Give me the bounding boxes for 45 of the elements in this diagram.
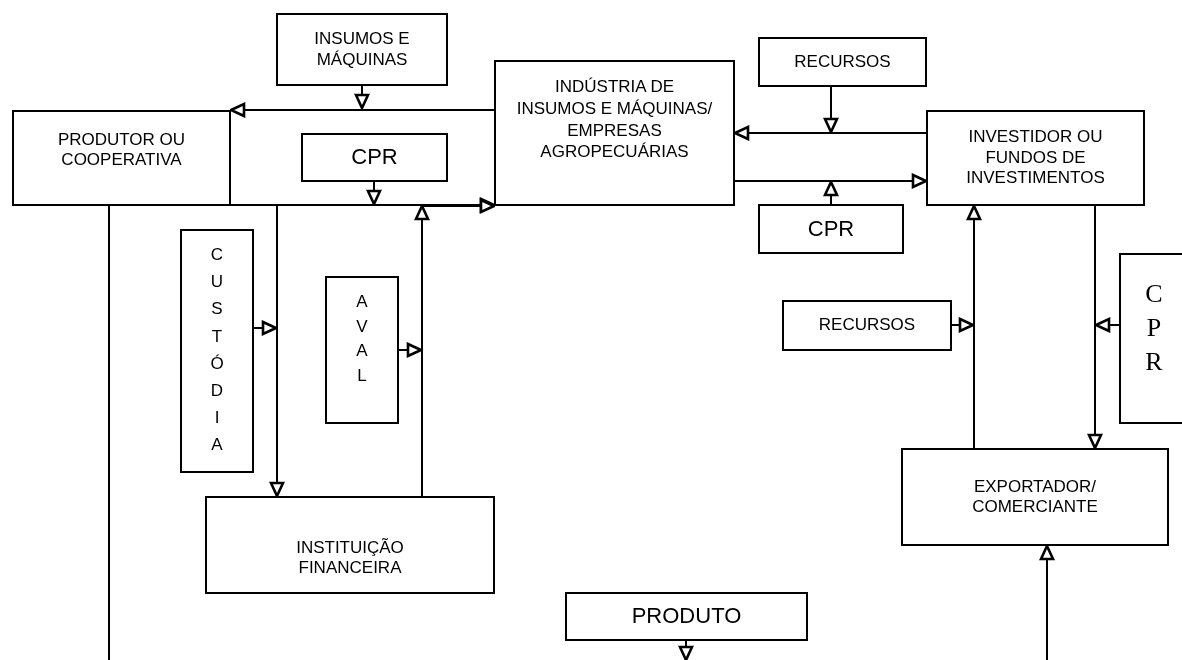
node-label: EXPORTADOR/ COMERCIANTE — [971, 476, 1099, 518]
node-label: INSUMOS E MÁQUINAS — [313, 29, 411, 70]
connector-line — [108, 205, 110, 660]
process-box — [901, 448, 1169, 546]
process-box — [12, 110, 231, 206]
vertical-label: CPR — [1144, 278, 1164, 378]
arrow — [823, 180, 839, 205]
arrow — [951, 317, 975, 333]
arrow — [253, 320, 278, 336]
arrow — [229, 102, 495, 118]
arrow — [1094, 317, 1120, 333]
arrow — [1039, 544, 1055, 660]
process-box — [301, 133, 448, 182]
arrow — [398, 342, 423, 358]
process-box — [782, 300, 952, 351]
arrow — [366, 181, 382, 206]
vertical-label: AVAL — [355, 291, 369, 387]
node-label: RECURSOS — [794, 51, 891, 73]
process-box — [494, 60, 735, 206]
arrow — [414, 198, 495, 497]
arrow — [1087, 205, 1103, 450]
process-box — [180, 229, 254, 473]
process-box — [926, 110, 1145, 206]
node-label: INSTITUIÇÃO FINANCEIRA — [295, 538, 405, 579]
process-box — [276, 13, 448, 86]
process-box — [205, 496, 495, 594]
arrow — [823, 86, 839, 134]
node-label: CPR — [351, 144, 398, 171]
node-label: INDÚSTRIA DE INSUMOS E MÁQUINAS/ EMPRESAS AGROPECUÁRIAS — [515, 76, 714, 163]
process-box — [758, 204, 904, 254]
arrow — [354, 85, 370, 110]
process-box — [565, 592, 808, 641]
vertical-label: CUSTÓDIA — [210, 244, 224, 457]
process-box — [1119, 253, 1182, 424]
node-label: PRODUTOR OU COOPERATIVA — [56, 130, 187, 171]
arrow — [734, 173, 928, 189]
arrow — [678, 640, 694, 660]
node-label: RECURSOS — [818, 315, 916, 336]
process-box — [325, 276, 399, 424]
node-label: CPR — [807, 215, 855, 243]
node-label: INVESTIDOR OU FUNDOS DE INVESTIMENTOS — [965, 127, 1106, 189]
arrow — [966, 204, 982, 449]
process-box — [758, 37, 927, 87]
arrow — [230, 204, 285, 498]
node-label: PRODUTO — [631, 603, 742, 630]
